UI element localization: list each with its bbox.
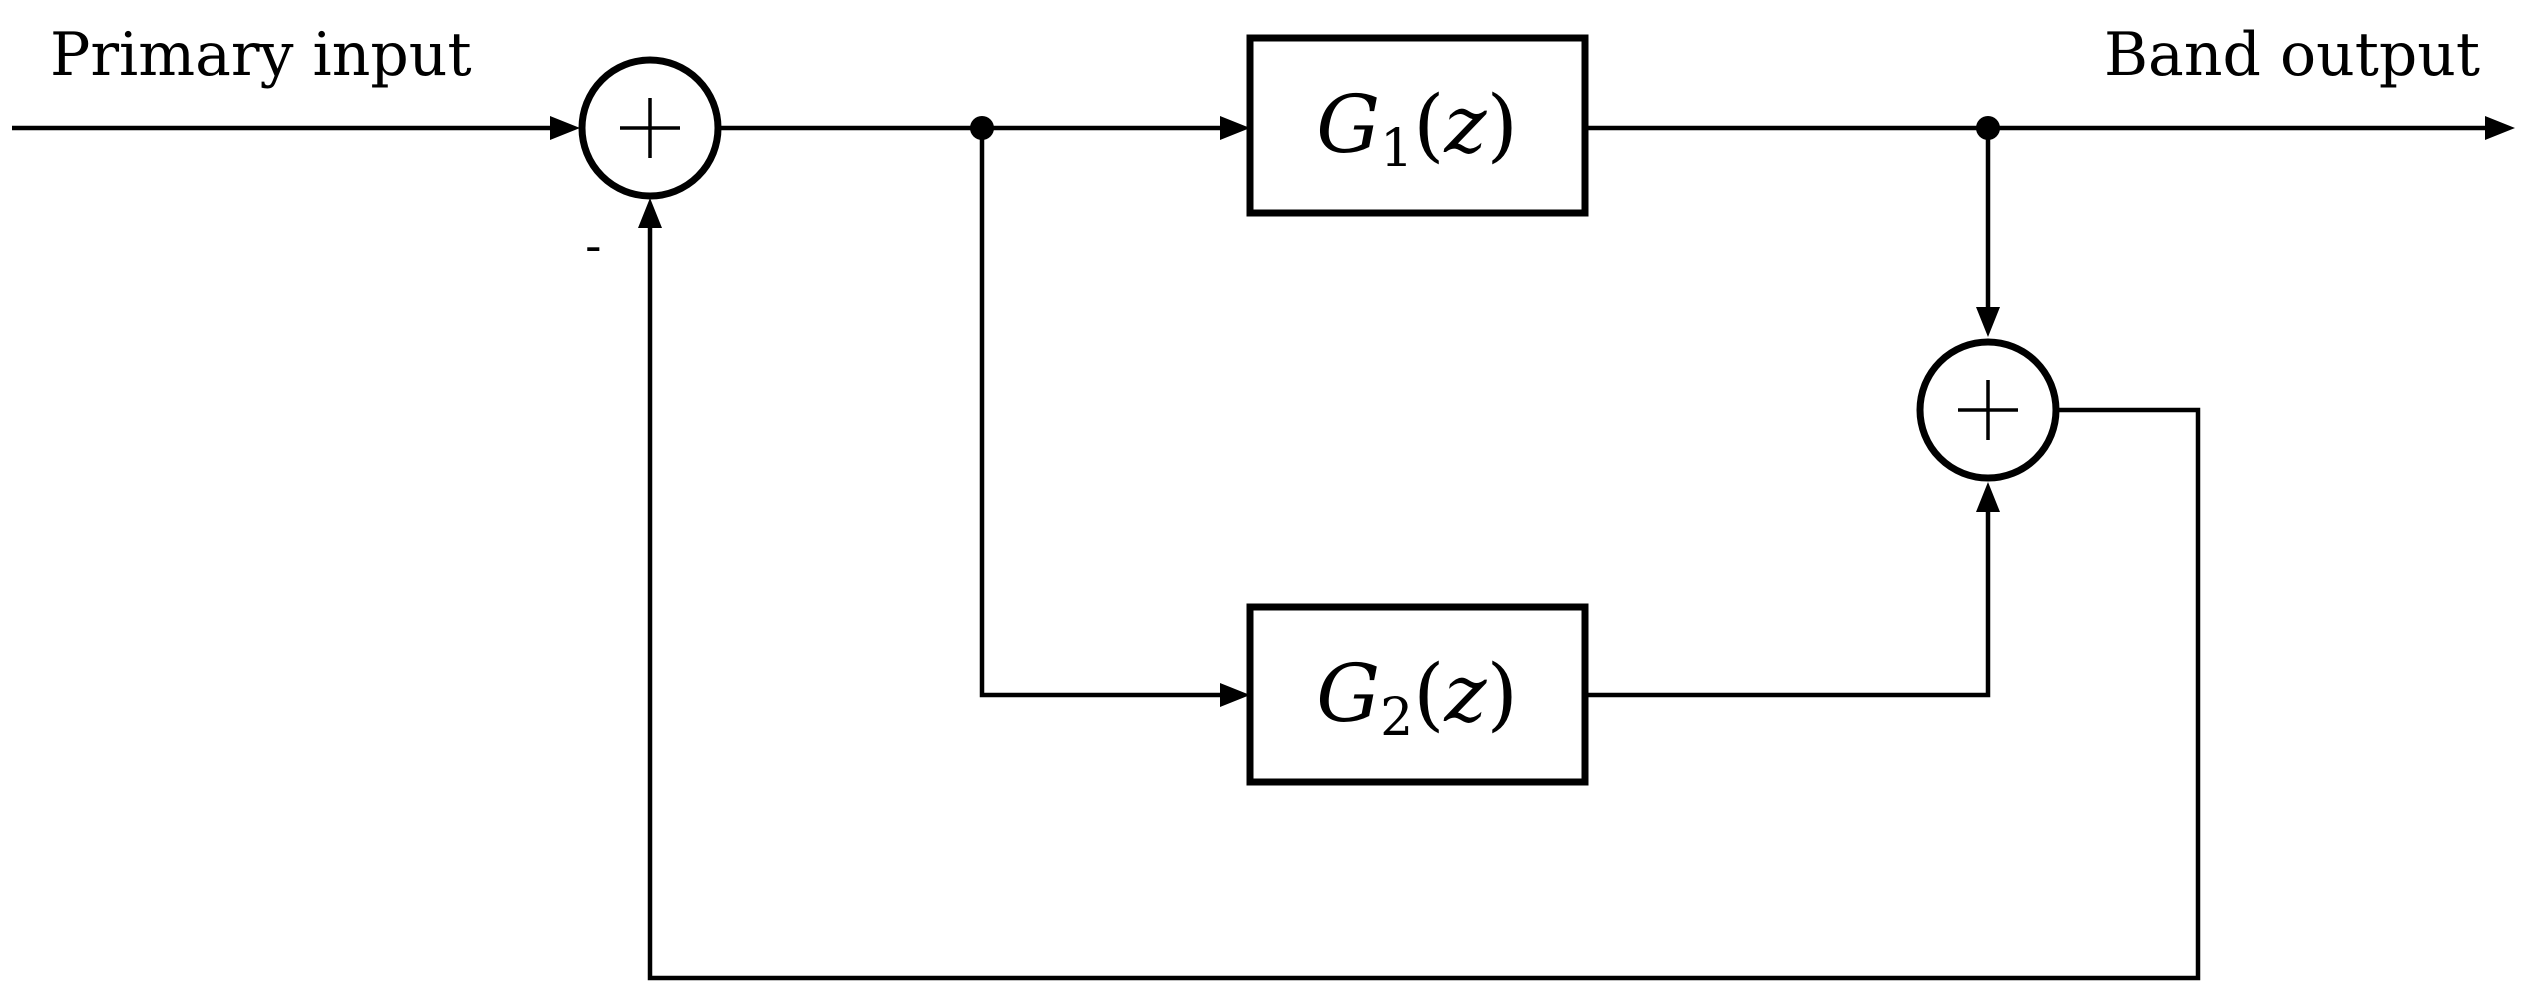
g2-to-sum-wire bbox=[1585, 508, 1991, 698]
input-arrowhead bbox=[550, 116, 580, 140]
g2-input-arrowhead bbox=[1220, 683, 1250, 707]
output-summing-junction bbox=[1916, 338, 2060, 482]
feedback-minus-sign: - bbox=[585, 219, 602, 273]
g1-block: G1(z) bbox=[1246, 34, 1589, 217]
g2-transfer-function: G2(z) bbox=[1316, 647, 1518, 748]
g2-block: G2(z) bbox=[1246, 603, 1589, 786]
feedback-wire bbox=[647, 225, 2201, 981]
branch-to-g2-wire bbox=[979, 128, 1225, 698]
output-arrowhead bbox=[2485, 116, 2515, 140]
sum-bottom-arrowhead bbox=[1976, 482, 2000, 512]
sum-top-arrowhead bbox=[1976, 307, 2000, 337]
g1-transfer-function: G1(z) bbox=[1316, 78, 1518, 179]
band-output-label: Band output bbox=[2104, 20, 2480, 90]
primary-input-label: Primary input bbox=[50, 20, 472, 90]
feedback-arrowhead bbox=[638, 198, 662, 228]
input-summing-junction bbox=[578, 56, 722, 200]
g1-input-arrowhead bbox=[1220, 116, 1250, 140]
